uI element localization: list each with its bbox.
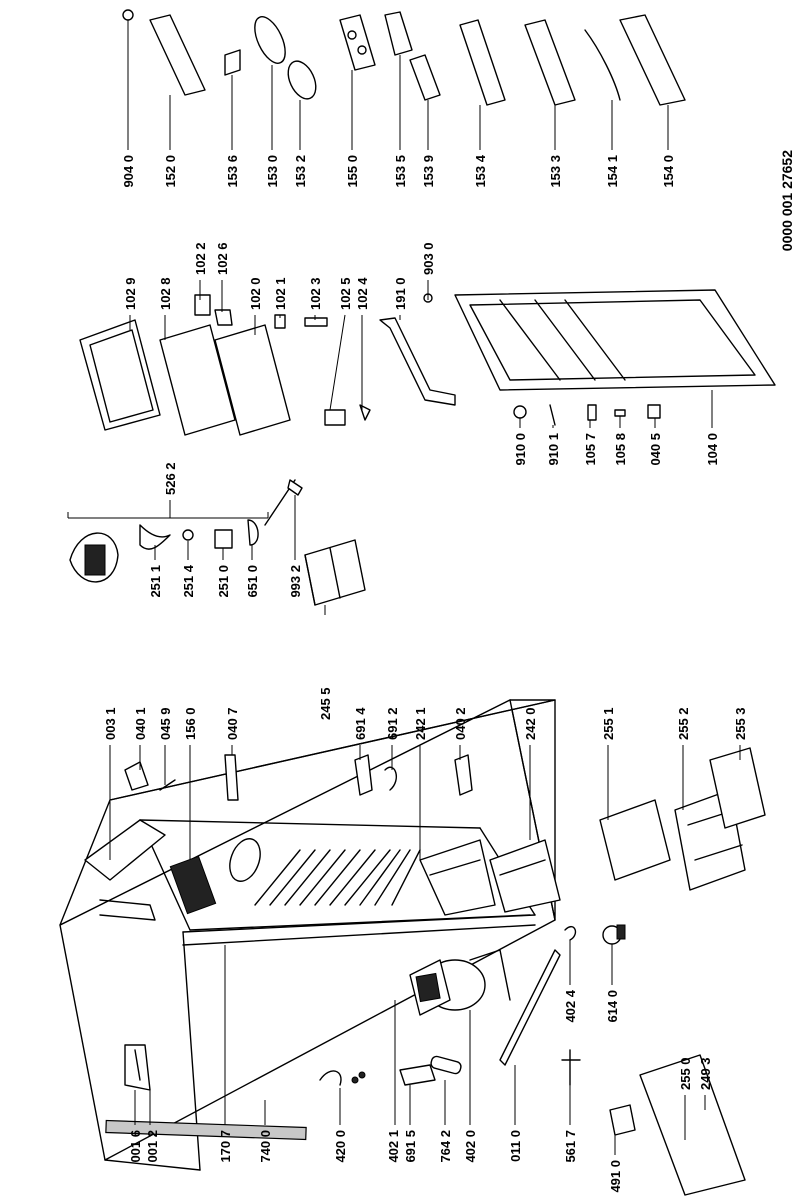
part-label: 740 0: [258, 1130, 273, 1163]
part-label: 255 2: [676, 707, 691, 740]
leader-lines: [109, 20, 741, 1155]
cabinet-drawing: [59, 699, 561, 1171]
part-label: 251 4: [181, 564, 196, 597]
part-label: 153 5: [393, 155, 408, 188]
part-label: 910 1: [546, 433, 561, 466]
part-label: 255 0: [678, 1057, 693, 1090]
part-label: 154 1: [605, 155, 620, 188]
part-label: 402 0: [463, 1130, 478, 1163]
part-label: 251 1: [148, 565, 163, 598]
part-label: 152 0: [163, 155, 178, 188]
part-labels: 001 6 001 2 170 7 740 0 420 0 402 1 691 …: [103, 150, 795, 1193]
part-label: 904 0: [121, 155, 136, 188]
part-label: 242 0: [523, 707, 538, 740]
part-label: 255 1: [601, 707, 616, 740]
document-number: 0000 001 27652: [779, 150, 795, 251]
part-label: 651 0: [245, 565, 260, 598]
part-label: 249 3: [698, 1057, 713, 1090]
part-label: 903 0: [421, 242, 436, 275]
part-label: 561 7: [563, 1130, 578, 1163]
part-label: 102 3: [308, 277, 323, 310]
part-label: 910 0: [513, 433, 528, 466]
part-label: 691 2: [385, 707, 400, 740]
part-label: 153 6: [225, 155, 240, 188]
part-label: 040 7: [225, 707, 240, 740]
part-label: 102 6: [215, 242, 230, 275]
part-label: 614 0: [605, 990, 620, 1023]
part-label: 155 0: [345, 155, 360, 188]
part-label: 691 4: [353, 707, 368, 740]
part-label: 001 6: [128, 1130, 143, 1163]
part-label: 153 4: [473, 154, 488, 187]
part-label: 764 2: [438, 1130, 453, 1163]
part-label: 102 0: [248, 277, 263, 310]
part-label: 105 8: [613, 433, 628, 466]
part-label: 104 0: [705, 433, 720, 466]
part-label: 251 0: [216, 565, 231, 598]
part-label: 420 0: [333, 1130, 348, 1163]
part-label: 040 2: [453, 707, 468, 740]
part-label: 153 0: [265, 155, 280, 188]
part-label: 102 4: [355, 277, 370, 310]
part-label: 491 0: [608, 1160, 623, 1193]
part-label: 153 3: [548, 155, 563, 188]
part-label: 526 2: [163, 462, 178, 495]
freezer-parts: [79, 289, 776, 436]
part-label: 402 4: [563, 989, 578, 1022]
part-label: 153 2: [293, 155, 308, 188]
part-label: 993 2: [288, 565, 303, 598]
part-label: 011 0: [508, 1130, 523, 1162]
part-label: 245 5: [318, 687, 333, 720]
left-parts: [105, 924, 746, 1196]
part-label: 153 9: [421, 155, 436, 188]
part-label: 003 1: [103, 707, 118, 740]
part-label: 102 5: [338, 277, 353, 310]
part-label: 102 2: [193, 242, 208, 275]
part-label: 105 7: [583, 433, 598, 466]
part-label: 255 3: [733, 707, 748, 740]
part-label: 001 2: [145, 1130, 160, 1163]
part-label: 045 9: [158, 707, 173, 740]
part-label: 154 0: [661, 155, 676, 188]
door-bins: [122, 9, 686, 106]
center-parts: [124, 539, 766, 891]
part-label: 156 0: [183, 707, 198, 740]
part-label: 242 1: [413, 707, 428, 740]
part-label: 040 5: [648, 433, 663, 466]
part-label: 040 1: [133, 707, 148, 740]
part-label: 691 5: [403, 1130, 418, 1163]
part-label: 102 8: [158, 277, 173, 310]
part-label: 170 7: [218, 1130, 233, 1163]
light-parts: [67, 479, 303, 583]
part-label: 102 1: [273, 277, 288, 310]
part-label: 102 9: [123, 277, 138, 310]
part-label: 191 0: [393, 277, 408, 310]
part-label: 402 1: [386, 1130, 401, 1163]
